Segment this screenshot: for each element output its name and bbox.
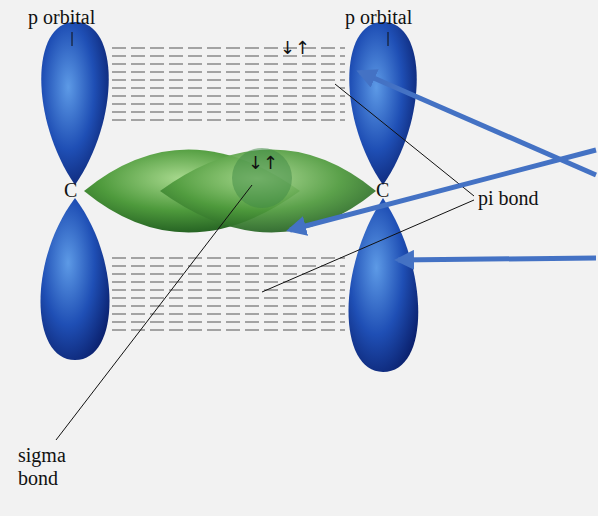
- bond-label: sigma bond: [18, 444, 90, 490]
- annotation-arrows: [290, 72, 596, 260]
- orbital-label: p orbital: [28, 6, 148, 29]
- atom-label: C: [64, 179, 86, 202]
- electron-pair: ↓↑: [248, 153, 278, 174]
- atom-label: C: [376, 179, 398, 202]
- electron-pair: ↓↑: [280, 38, 310, 59]
- bond-label: pi bond: [478, 187, 588, 210]
- orbital-label: p orbital: [345, 6, 465, 29]
